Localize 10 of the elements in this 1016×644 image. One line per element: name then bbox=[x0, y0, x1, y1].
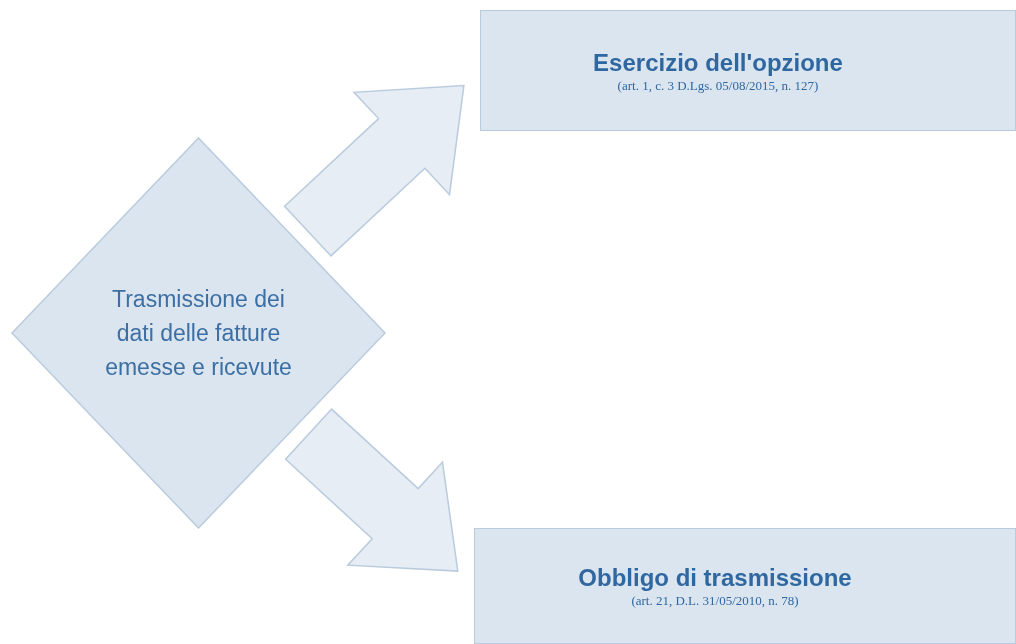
box-title: Obbligo di trasmissione bbox=[578, 563, 852, 593]
legal-reference: (art. 21, D.L. 31/05/2010, n. 78) bbox=[631, 593, 799, 609]
box-title: Esercizio dell'opzione bbox=[593, 47, 843, 78]
node-text: Trasmissione dei dati delle fatture emesse e ricevute bbox=[104, 285, 293, 382]
block-arrow bbox=[284, 408, 459, 572]
process-box bbox=[480, 10, 1016, 131]
decision-diamond bbox=[11, 137, 386, 529]
process-box bbox=[474, 528, 1016, 644]
block-arrow bbox=[283, 84, 465, 257]
legal-reference: (art. 1, c. 3 D.Lgs. 05/08/2015, n. 127) bbox=[617, 77, 819, 94]
